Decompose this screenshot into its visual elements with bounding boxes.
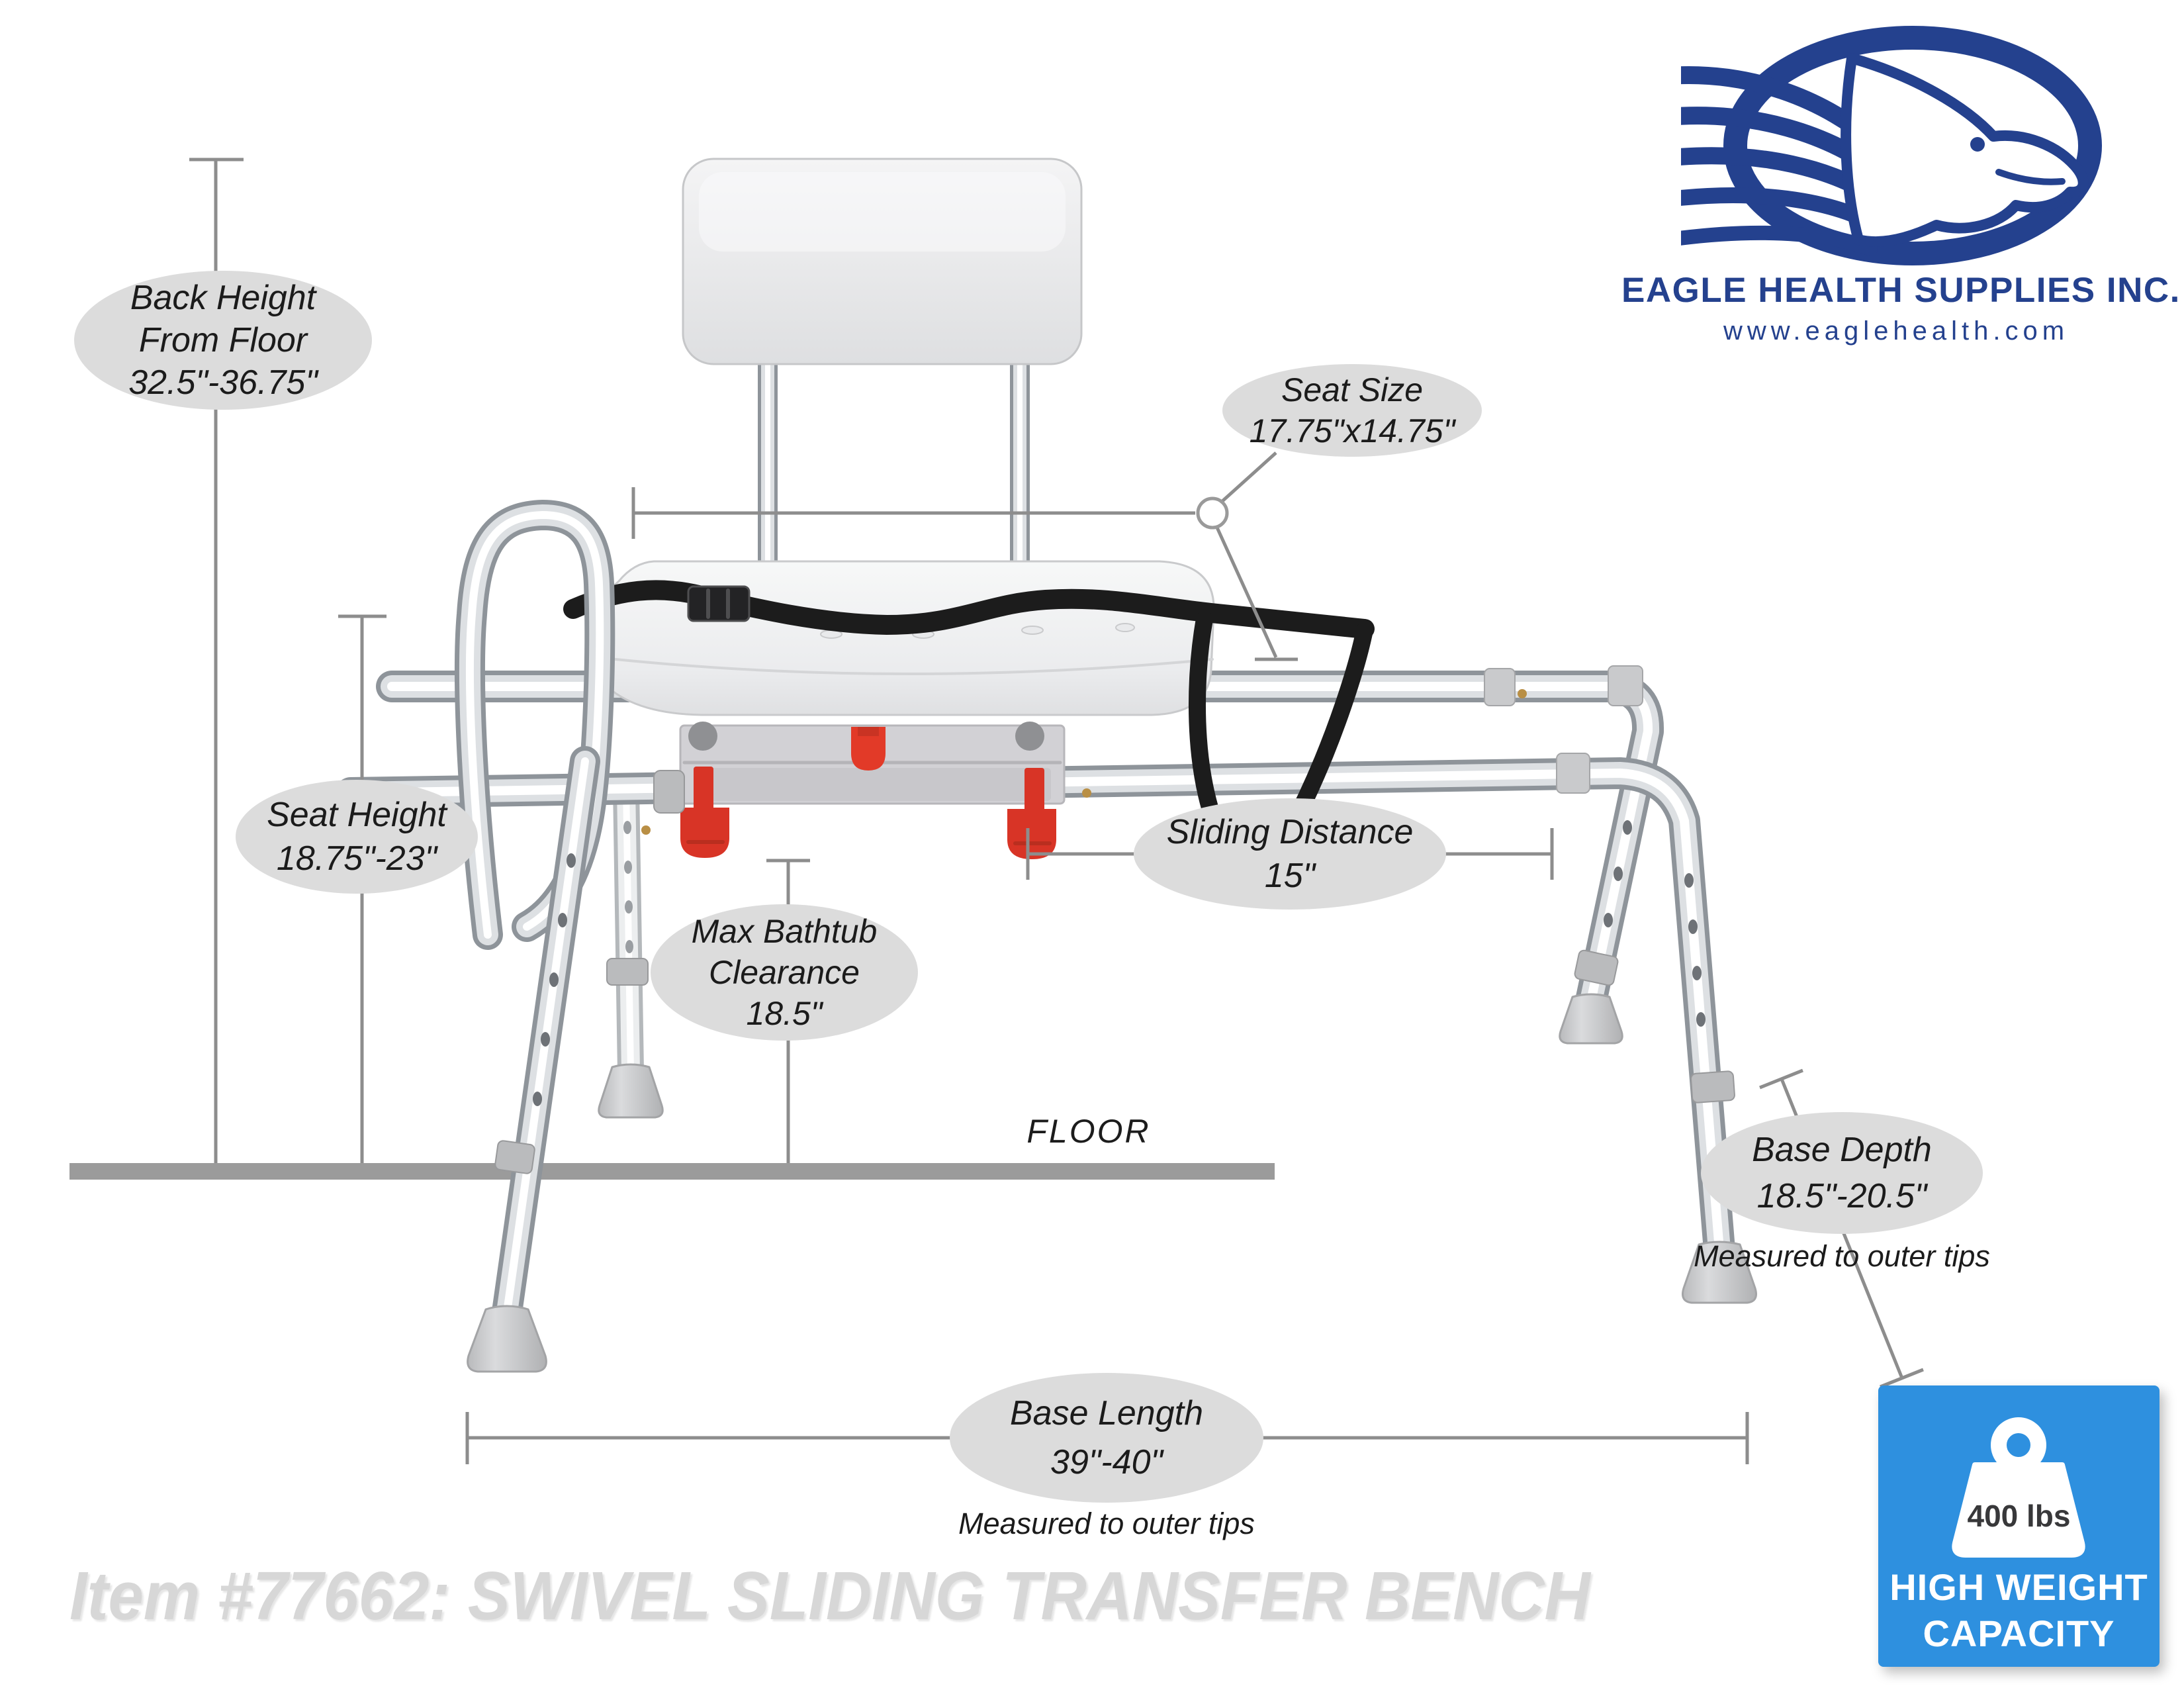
backrest-posts bbox=[758, 355, 1030, 585]
callout-max-bathtub-clearance: Max Bathtub Clearance 18.5" bbox=[651, 904, 918, 1041]
callout-value: 18.5"-20.5" bbox=[1756, 1177, 1927, 1215]
weight-value: 400 lbs bbox=[1967, 1499, 2071, 1533]
snap-buttons bbox=[641, 689, 1527, 835]
slide-swivel-housing bbox=[653, 722, 1066, 859]
callout-value: 15" bbox=[1264, 857, 1316, 895]
eagle-logo-icon bbox=[1681, 26, 2102, 265]
rear-left-leg bbox=[598, 774, 664, 1119]
callout-text: Base Depth bbox=[1752, 1131, 1932, 1169]
callout-value: 17.75"x14.75" bbox=[1249, 412, 1455, 449]
red-release-lever bbox=[851, 727, 886, 771]
base-length-note: Measured to outer tips bbox=[958, 1507, 1255, 1540]
backrest bbox=[682, 158, 1083, 365]
badge-line1: HIGH WEIGHT bbox=[1889, 1566, 2148, 1608]
floor-label: FLOOR bbox=[1026, 1113, 1151, 1150]
callout-text: Base Length bbox=[1009, 1394, 1204, 1432]
front-left-leg bbox=[467, 746, 600, 1373]
item-caption: Item #77662: SWIVEL SLIDING TRANSFER BEN… bbox=[69, 1558, 1590, 1634]
belt-buckle bbox=[687, 585, 751, 622]
sliding-rail bbox=[376, 665, 1664, 1045]
logo-company-name: EAGLE HEALTH SUPPLIES INC. bbox=[1621, 271, 2181, 310]
callout-text: Clearance bbox=[709, 954, 860, 991]
callout-text: Max Bathtub bbox=[691, 913, 878, 950]
callout-text: Seat Height bbox=[267, 796, 447, 834]
weight-icon bbox=[1952, 1417, 2085, 1558]
callout-sliding-distance: Sliding Distance 15" bbox=[1134, 798, 1446, 910]
red-lock-clamps bbox=[680, 767, 1056, 859]
badge-line2: CAPACITY bbox=[1923, 1613, 2115, 1654]
seat-size-marker bbox=[1196, 496, 1229, 530]
callout-text: Sliding Distance bbox=[1166, 813, 1414, 851]
floor-line bbox=[69, 1163, 1275, 1180]
callout-value: 39"-40" bbox=[1050, 1443, 1163, 1481]
rear-right-foot bbox=[1559, 993, 1623, 1045]
logo-website: www.eaglehealth.com bbox=[1723, 316, 2070, 346]
callout-back-height: Back Height From Floor 32.5"-36.75" bbox=[74, 271, 372, 410]
callout-seat-size: Seat Size 17.75"x14.75" bbox=[1222, 364, 1482, 457]
seat-size-dimension bbox=[631, 451, 1298, 661]
front-left-foot bbox=[467, 1305, 547, 1373]
front-right-foot bbox=[1682, 1241, 1757, 1304]
callout-text: Seat Size bbox=[1281, 371, 1423, 408]
callout-base-length: Base Length 39"-40" bbox=[950, 1373, 1263, 1503]
rear-left-foot bbox=[598, 1063, 664, 1119]
callout-seat-height: Seat Height 18.75"-23" bbox=[236, 780, 478, 894]
callout-value: 18.5" bbox=[746, 995, 823, 1032]
weight-capacity-badge: 400 lbs HIGH WEIGHT CAPACITY bbox=[1878, 1385, 2160, 1667]
callout-text: Back Height bbox=[130, 279, 316, 317]
callout-base-depth: Base Depth 18.5"-20.5" bbox=[1701, 1112, 1983, 1234]
transfer-bench bbox=[335, 158, 1757, 1373]
base-depth-note: Measured to outer tips bbox=[1694, 1239, 1990, 1273]
callout-text: From Floor bbox=[138, 321, 308, 359]
brand-logo: EAGLE HEALTH SUPPLIES INC. www.eagleheal… bbox=[1615, 13, 2181, 357]
base-rail bbox=[335, 753, 1757, 1304]
callout-value: 18.75"-23" bbox=[276, 839, 437, 878]
callout-value: 32.5"-36.75" bbox=[128, 363, 318, 402]
